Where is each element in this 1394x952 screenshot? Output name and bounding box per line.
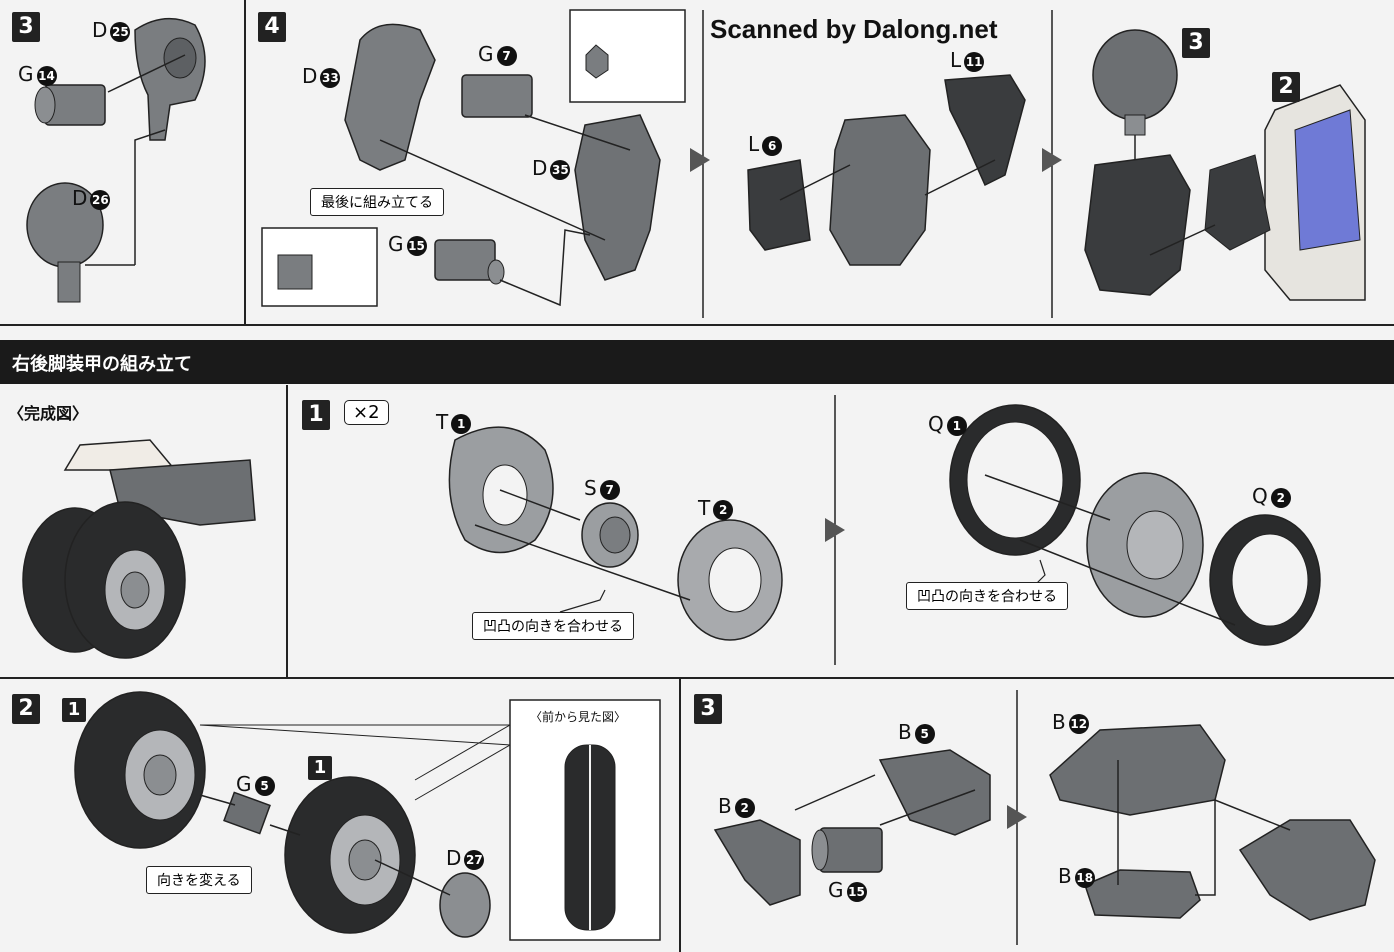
part-ball-joint [1092,29,1178,136]
part-leg-assembly [1084,154,1191,296]
part-assembled-body [829,114,931,266]
part-q1 [949,404,1081,556]
part-d27 [439,872,491,938]
part-g14 [34,84,106,126]
part-b12 [1049,724,1226,816]
sub-step-1-right: 1 [308,756,332,780]
part-d26 [26,182,104,303]
part-s7 [581,502,639,568]
part-b5 [878,749,991,836]
front-view-label: 〈前から見た図〉 [530,710,627,724]
badge-2: 2 [1272,72,1300,102]
multiplier-badge: ×2 [344,400,389,425]
step-3b-badge: 3 [694,694,722,724]
part-q2 [1209,514,1321,646]
sub-step-1-left: 1 [62,698,86,722]
part-final-assembly [1238,819,1376,921]
step-4-badge: 4 [258,12,286,42]
watermark: Scanned by Dalong.net [710,14,998,44]
note-change-direction: 向きを変える [146,866,252,894]
completed-label: 〈完成図〉 [8,404,89,423]
part-d25 [134,17,206,141]
step-3-badge: 3 [12,12,40,42]
part-g7 [461,74,533,118]
note-align-notches-2: 凹凸の向きを合わせる [906,582,1068,610]
part-l11 [944,74,1026,187]
part-g5 [223,791,271,835]
note-assemble-last: 最後に組み立てる [310,188,444,216]
part-d35 [574,114,661,281]
section-banner: 右後脚装甲の組み立て [0,340,1394,384]
part-d33 [344,23,436,171]
step-2-badge: 2 [12,694,40,724]
part-g15-bottom [811,827,883,873]
part-tire-left [74,691,206,849]
part-wheel-hub [1086,472,1204,618]
part-b2 [713,819,801,906]
step-1-badge: 1 [302,400,330,430]
part-l6 [747,159,811,251]
note-align-notches-1: 凹凸の向きを合わせる [472,612,634,640]
part-tire-right [284,776,416,934]
part-t2 [677,519,783,641]
section-title: 右後脚装甲の組み立て [12,354,192,375]
part-g15-top [434,239,505,285]
badge-3: 3 [1182,28,1210,58]
part-armor-frame [1204,84,1366,301]
completed-leg-armor [22,439,256,659]
part-b18 [1084,869,1201,919]
